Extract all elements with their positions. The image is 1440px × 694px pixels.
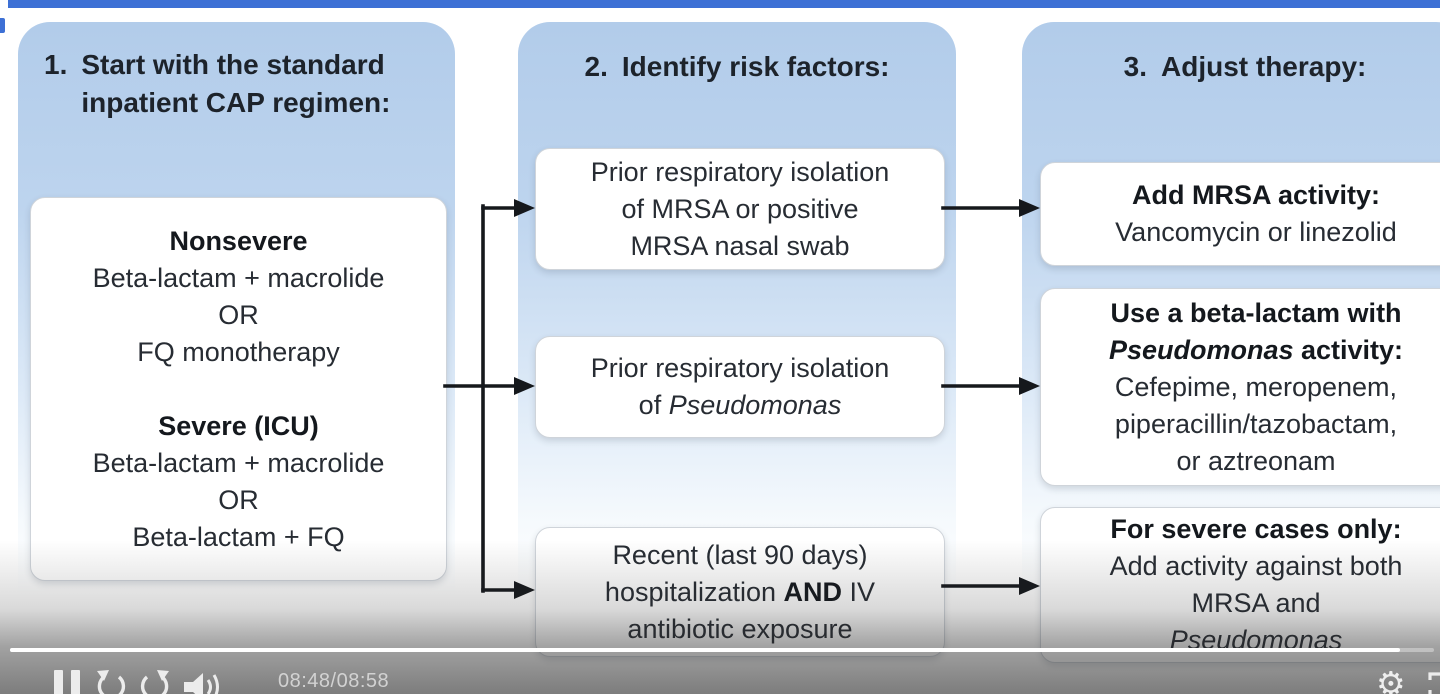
- text-line: Beta-lactam + FQ: [132, 519, 344, 556]
- text-segment: Use a beta-lactam with: [1110, 297, 1402, 328]
- text-segment: of MRSA or positive: [621, 193, 859, 224]
- text-segment: MRSA and: [1191, 588, 1321, 618]
- text-line: OR: [218, 297, 259, 334]
- settings-button[interactable]: ⚙: [1376, 664, 1406, 694]
- text-line: MRSA nasal swab: [630, 228, 849, 265]
- column-header-step2: 2. Identify risk factors:: [518, 22, 956, 86]
- step-number: 3.: [1123, 51, 1147, 82]
- text-segment: OR: [218, 299, 259, 330]
- text-line: Vancomycin or linezolid: [1115, 214, 1397, 251]
- text-line: Add MRSA activity:: [1132, 177, 1380, 214]
- text-line: Severe (ICU): [158, 408, 319, 445]
- text-segment: MRSA nasal swab: [630, 230, 850, 261]
- text-segment: For severe cases only:: [1110, 514, 1402, 544]
- text-line: Beta-lactam + macrolide: [93, 260, 385, 297]
- text-line: MRSA and: [1191, 585, 1320, 622]
- text-segment: Vancomycin or linezolid: [1115, 217, 1397, 247]
- text-segment: AND: [783, 576, 843, 607]
- therapy-box-severe: For severe cases only: Add activity agai…: [1040, 507, 1440, 663]
- pause-icon: [54, 670, 63, 694]
- text-segment: Pseudomonas: [1108, 334, 1294, 365]
- text-line: piperacillin/tazobactam,: [1115, 406, 1397, 443]
- text-segment: activity:: [1293, 334, 1404, 365]
- text-segment: Pseudomonas: [668, 390, 842, 420]
- text-segment: antibiotic exposure: [627, 613, 853, 644]
- text-segment: Add activity against both: [1109, 551, 1403, 581]
- text-segment: Beta-lactam + macrolide: [92, 447, 385, 478]
- risk-box-pseudomonas: Prior respiratory isolation of Pseudomon…: [535, 336, 945, 438]
- text-segment: Cefepime, meropenem,: [1114, 371, 1398, 402]
- text-line: of MRSA or positive: [621, 191, 858, 228]
- text-line: of Pseudomonas: [639, 387, 842, 424]
- text-line: Use a beta-lactam with: [1110, 295, 1401, 332]
- text-segment: hospitalization: [604, 576, 784, 607]
- text-line: antibiotic exposure: [627, 611, 852, 648]
- volume-icon: [184, 673, 219, 694]
- progress-bar[interactable]: [10, 648, 1434, 652]
- text-segment: OR: [218, 484, 259, 515]
- top-accent-bar: [8, 0, 1440, 8]
- risk-box-mrsa: Prior respiratory isolation of MRSA or p…: [535, 148, 945, 270]
- text-segment: Recent (last 90 days): [612, 539, 868, 570]
- text-line: Pseudomonas activity:: [1109, 332, 1403, 369]
- text-line: Beta-lactam + macrolide: [93, 445, 385, 482]
- risk-box-hospitalization: Recent (last 90 days) hospitalization AN…: [535, 527, 945, 657]
- volume-button[interactable]: [182, 671, 228, 694]
- step-title: Identify risk factors:: [621, 51, 890, 82]
- step-number: 2.: [584, 51, 608, 82]
- pause-button[interactable]: [54, 670, 80, 694]
- top-accent-fragment: [0, 18, 5, 33]
- text-line: For severe cases only:: [1110, 511, 1401, 548]
- rewind-icon: [97, 670, 126, 694]
- gear-icon: ⚙: [1376, 664, 1406, 694]
- text-line: Prior respiratory isolation: [591, 350, 890, 387]
- fullscreen-button[interactable]: [1428, 672, 1440, 694]
- text-segment: piperacillin/tazobactam,: [1114, 408, 1398, 439]
- text-segment: Add MRSA activity:: [1131, 180, 1381, 210]
- text-segment: Prior respiratory isolation: [590, 353, 890, 383]
- step-title: Start with the standard inpatient CAP re…: [81, 49, 391, 118]
- text-segment: Prior respiratory isolation: [590, 156, 890, 187]
- text-segment: FQ monotherapy: [137, 336, 340, 367]
- text-line: Pseudomonas: [1170, 622, 1343, 659]
- text-line: Recent (last 90 days): [612, 537, 867, 574]
- text-segment: Beta-lactam + FQ: [132, 521, 345, 552]
- text-line: Nonsevere: [169, 223, 307, 260]
- text-segment: or aztreonam: [1176, 445, 1336, 476]
- text-line: Prior respiratory isolation: [591, 154, 890, 191]
- step-number: 1.: [44, 49, 68, 80]
- column-header-step3: 3. Adjust therapy:: [1022, 22, 1440, 86]
- pause-icon: [71, 670, 80, 694]
- text-line: or aztreonam: [1176, 443, 1335, 480]
- text-line: FQ monotherapy: [137, 334, 340, 371]
- fullscreen-icon: [1428, 672, 1440, 694]
- text-line: Add activity against both: [1110, 548, 1403, 585]
- regimen-box: Nonsevere Beta-lactam + macrolide OR FQ …: [30, 197, 447, 581]
- text-line: OR: [218, 482, 259, 519]
- timestamp: 08:48/08:58: [278, 670, 390, 692]
- forward-button[interactable]: [136, 668, 174, 694]
- rewind-button[interactable]: [92, 668, 130, 694]
- text-segment: Beta-lactam + macrolide: [92, 262, 385, 293]
- therapy-box-pseudomonas: Use a beta-lactam with Pseudomonas activ…: [1040, 288, 1440, 486]
- forward-icon: [140, 670, 169, 694]
- text-line: Cefepime, meropenem,: [1115, 369, 1397, 406]
- text-line: hospitalization AND IV: [605, 574, 875, 611]
- step-title: Adjust therapy:: [1161, 51, 1367, 82]
- column-header-step1: 1. Start with the standard inpatient CAP…: [18, 22, 455, 122]
- text-segment: Severe (ICU): [158, 410, 319, 441]
- therapy-box-mrsa: Add MRSA activity: Vancomycin or linezol…: [1040, 162, 1440, 266]
- text-segment: of: [638, 390, 669, 420]
- progress-fill: [10, 648, 1400, 652]
- text-segment: IV: [842, 576, 876, 607]
- text-segment: Nonsevere: [169, 225, 308, 256]
